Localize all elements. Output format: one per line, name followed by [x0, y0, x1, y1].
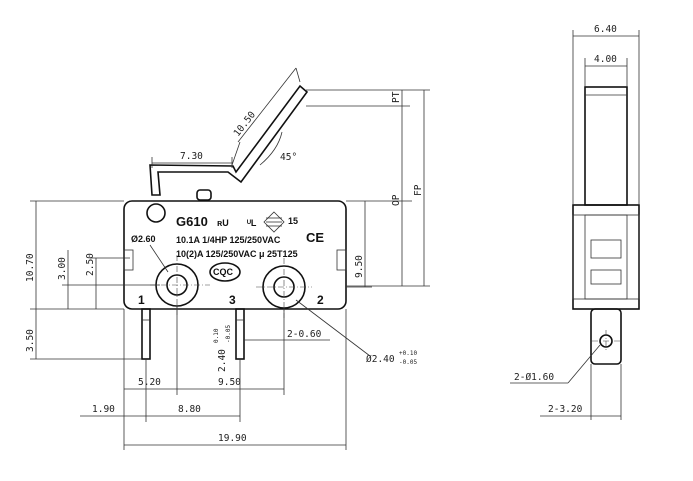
dim-lever-length: 10.50: [232, 109, 258, 139]
hole-dia-label: Ø2.60: [131, 234, 156, 244]
dim-height-9-50: 9.50: [354, 255, 365, 278]
side-lever-width: 4.00: [594, 54, 617, 65]
pin-2-label: 2: [317, 293, 324, 307]
side-lever: [584, 86, 628, 206]
rating-line-2: 10(2)A 125/250VAC μ 25T125: [176, 249, 298, 259]
dim-fp: FP: [413, 184, 424, 196]
cqc-mark-icon: [209, 262, 241, 282]
dim-w-5-20: 5.20: [138, 377, 161, 388]
dim-w-1-90: 1.90: [92, 404, 115, 415]
lever-arm: [149, 84, 309, 196]
dim-lever-angle: 45°: [280, 152, 297, 163]
dim-w-19-90: 19.90: [218, 433, 247, 444]
model-label: G610: [176, 214, 208, 229]
dim-pin-width-tol-bot: -0.05: [225, 325, 232, 343]
lever-roller: [196, 189, 212, 201]
side-hole-dia: 2-Ø1.60: [514, 372, 554, 383]
side-dimensions: 6.40 4.00 2-Ø1.60 2-3.20: [510, 24, 640, 420]
mark-15: 15: [288, 216, 298, 226]
cqc-label: CQC: [213, 267, 234, 277]
ul-mark-icon: ʀU: [217, 218, 229, 228]
front-dimensions: 10.50 7.30 45° PT OP FP 9.50 10.70 3.00: [25, 67, 430, 450]
side-pin-width: 2-3.20: [548, 404, 583, 415]
side-body: [572, 204, 640, 310]
notch-right: [336, 249, 347, 271]
ul-mark-2-icon: ᵁL: [247, 218, 257, 228]
rating-line-1: 10.1A 1/4HP 125/250VAC: [176, 235, 281, 245]
front-view: G610 10.1A 1/4HP 125/250VAC 10(2)A 125/2…: [123, 84, 347, 360]
dim-height-total: 10.70: [25, 253, 36, 282]
vde-logo-icon: [263, 211, 285, 233]
dim-h-2-50: 2.50: [85, 253, 96, 276]
ce-mark: CE: [306, 230, 324, 245]
dim-pin-width-tol-top: 0.10: [213, 328, 220, 343]
dim-hole-spec: Ø2.40: [366, 354, 395, 365]
side-width-total: 6.40: [594, 24, 617, 35]
pin-3-label: 3: [229, 293, 236, 307]
dim-pin-width: 2.40: [217, 349, 228, 372]
pin-1-label: 1: [138, 293, 145, 307]
dim-hole-tol-bot: -0.05: [399, 359, 417, 366]
dim-op: OP: [391, 194, 402, 206]
dim-w-9-50: 9.50: [218, 377, 241, 388]
terminal-3: [235, 308, 245, 360]
dim-h-3-00: 3.00: [57, 257, 68, 280]
terminal-1: [141, 308, 151, 360]
side-view: [572, 86, 640, 365]
dim-pin-thickness: 2-0.60: [287, 329, 322, 340]
notch-left: [123, 249, 134, 271]
dim-pin-length: 3.50: [25, 329, 36, 352]
top-hole: [146, 203, 166, 223]
dim-hole-tol-top: +0.10: [399, 350, 417, 357]
side-terminal: [590, 308, 622, 365]
dim-pt: PT: [391, 91, 402, 103]
dim-w-8-80: 8.80: [178, 404, 201, 415]
dim-lever-offset: 7.30: [180, 151, 203, 162]
